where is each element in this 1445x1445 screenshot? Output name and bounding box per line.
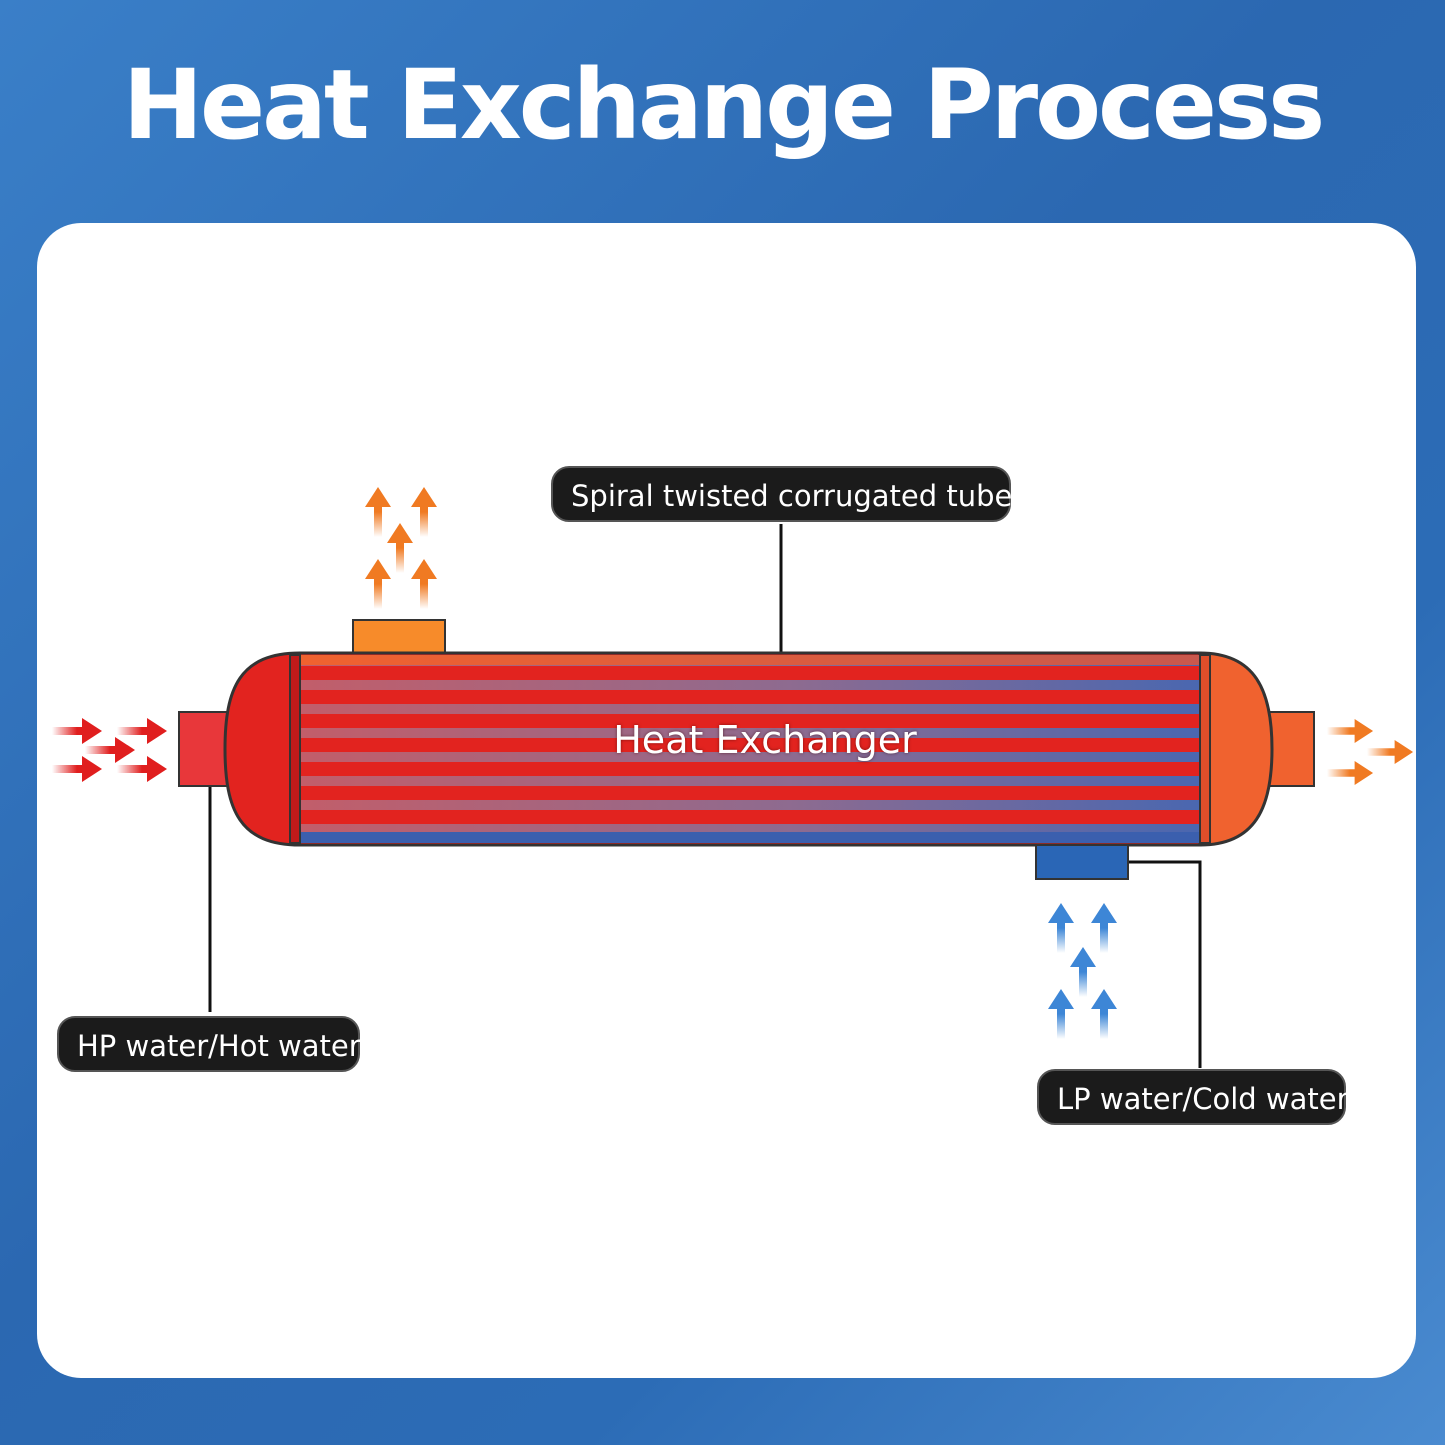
- top-outlet-port: [352, 619, 446, 657]
- cold-inlet-port: [1035, 844, 1129, 880]
- heat-exchanger-label: Heat Exchanger: [613, 718, 917, 762]
- hot-inlet-port: [178, 711, 230, 787]
- page-title: Heat Exchange Process: [122, 49, 1326, 161]
- tube-bundle: [300, 666, 1200, 824]
- callout-spiral-tube: Spiral twisted corrugated tube: [551, 466, 1012, 522]
- arrow-right-icon: [52, 718, 167, 782]
- arrow-up-icon: [365, 487, 437, 609]
- callout-cold-water: LP water/Cold water: [1037, 1069, 1349, 1125]
- callout-hot-water: HP water/Hot water: [57, 1016, 361, 1072]
- arrow-right-icon: [1326, 719, 1414, 785]
- exchanger-shell: [223, 651, 1274, 847]
- arrow-up-icon: [1048, 903, 1117, 1039]
